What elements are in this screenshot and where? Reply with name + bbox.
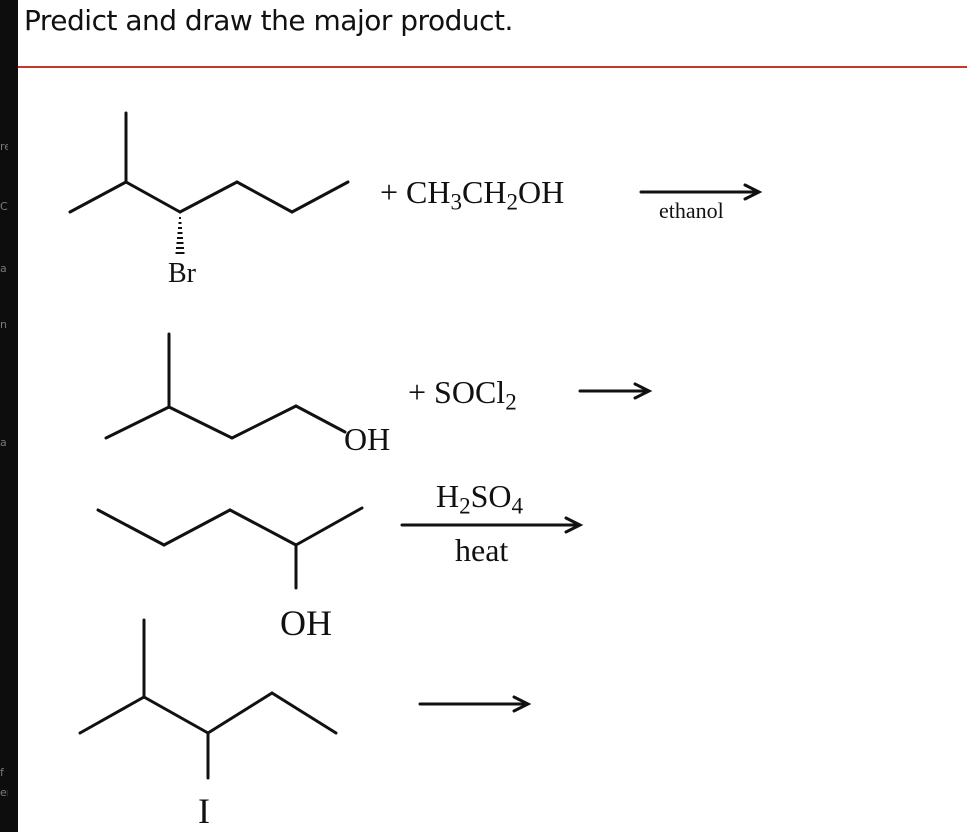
bond xyxy=(290,180,350,214)
hydroxyl-label: OH xyxy=(280,603,332,643)
formula-part: SOCl xyxy=(434,374,506,410)
plus-sign: + xyxy=(408,374,435,410)
formula-part: CH xyxy=(462,174,507,210)
subscript: 2 xyxy=(505,388,517,415)
formula-part: OH xyxy=(517,174,565,210)
bond xyxy=(230,404,298,440)
reaction-arrow-4 xyxy=(418,695,532,713)
reagent-ethanol-formula: + CH3CH2OH xyxy=(380,174,565,213)
bond xyxy=(178,180,239,214)
bond xyxy=(206,691,274,735)
reaction-arrow-3 xyxy=(400,516,584,534)
strip-glyph: a xyxy=(0,436,7,449)
subscript: 4 xyxy=(511,492,524,519)
hydroxyl-label: OH xyxy=(344,421,391,457)
bond xyxy=(142,695,210,735)
bromine-label: Br xyxy=(168,258,196,289)
bond xyxy=(104,405,171,440)
subscript: 3 xyxy=(450,188,463,215)
molecule-2-skeleton xyxy=(104,332,347,440)
page-title: Predict and draw the major product. xyxy=(24,4,513,37)
bond xyxy=(162,508,232,547)
formula-part: H xyxy=(436,478,460,514)
bond xyxy=(235,180,294,214)
bond xyxy=(294,506,364,547)
left-strip: re C a n a f er xyxy=(0,0,18,832)
bond xyxy=(228,508,298,547)
reaction-arrow-1 xyxy=(639,183,763,201)
hashed-wedge-bond xyxy=(175,217,185,254)
strip-glyph: re xyxy=(0,140,8,153)
bond xyxy=(68,180,128,214)
subscript: 2 xyxy=(506,188,518,215)
bond xyxy=(124,180,182,214)
strip-glyph: n xyxy=(0,318,7,331)
formula-part: CH xyxy=(406,174,451,210)
bond xyxy=(78,695,146,735)
bond xyxy=(270,691,338,735)
bond xyxy=(294,404,347,434)
title-divider xyxy=(18,66,967,68)
bond xyxy=(96,508,166,547)
strip-glyph: er xyxy=(0,786,8,799)
bond xyxy=(167,405,234,440)
reaction-arrow-2 xyxy=(578,382,653,400)
molecule-4-skeleton xyxy=(78,618,338,780)
condition-ethanol: ethanol xyxy=(659,198,724,223)
strip-glyph: f xyxy=(0,766,4,779)
formula-part: SO xyxy=(470,478,512,514)
iodine-label: I xyxy=(198,791,210,831)
subscript: 2 xyxy=(459,492,471,519)
molecule-3-skeleton xyxy=(96,506,364,590)
molecule-1-skeleton xyxy=(68,111,350,214)
question-panel xyxy=(18,0,967,832)
condition-heat: heat xyxy=(455,532,509,568)
strip-glyph: C xyxy=(0,200,8,213)
reagent-thionyl-chloride: + SOCl2 xyxy=(408,374,517,413)
condition-sulfuric-acid: H2SO4 xyxy=(436,478,523,517)
strip-glyph: a xyxy=(0,262,7,275)
plus-sign: + xyxy=(380,174,407,210)
